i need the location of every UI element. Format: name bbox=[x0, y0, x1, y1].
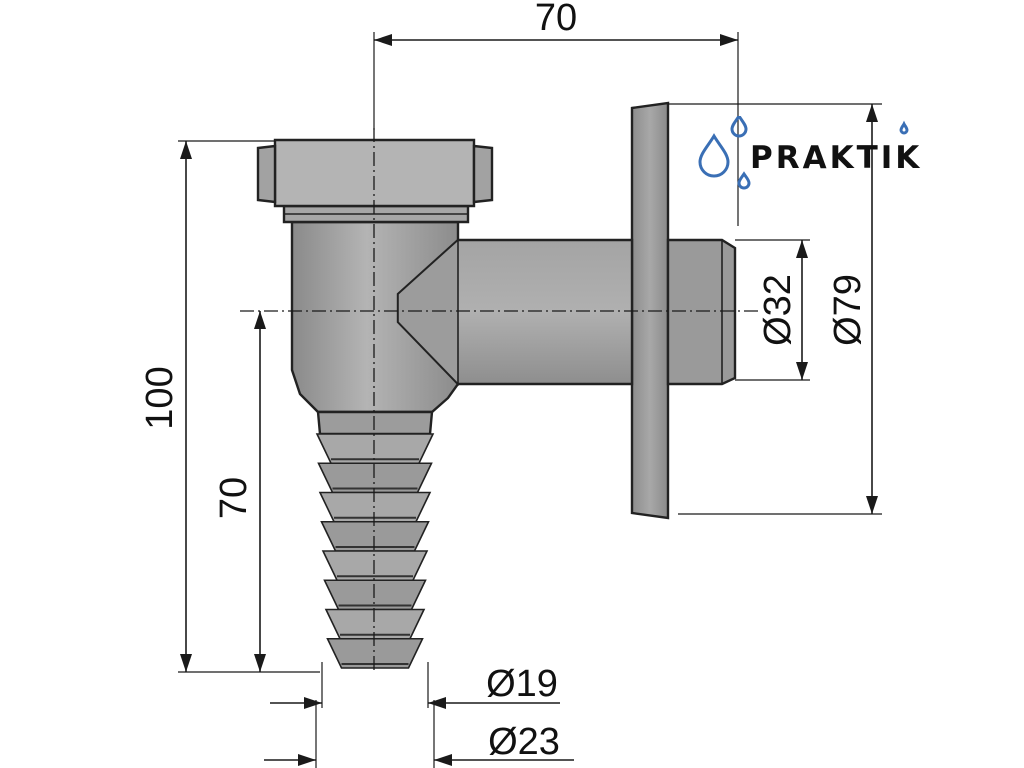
dim-label-top-width: 70 bbox=[535, 0, 577, 39]
dimension-axis-height: 70 bbox=[213, 311, 266, 672]
outlet-pipe bbox=[453, 238, 634, 386]
dimension-hose-outer: Ø23 bbox=[264, 700, 574, 768]
dimension-outlet-diameter: Ø32 bbox=[735, 239, 810, 381]
dim-label-total-height: 100 bbox=[139, 366, 181, 429]
hose-neck bbox=[316, 410, 434, 436]
pipe-joint bbox=[397, 238, 459, 386]
hose-barbs bbox=[315, 433, 435, 669]
dim-label-hose-inner: Ø19 bbox=[486, 663, 558, 705]
outlet-pipe-end bbox=[666, 238, 737, 386]
hose-barb-segment bbox=[326, 637, 424, 669]
dimension-flange-diameter: Ø79 bbox=[668, 103, 882, 515]
center-lines bbox=[240, 128, 760, 672]
dimension-total-height: 100 bbox=[139, 140, 320, 673]
siphon-body bbox=[290, 220, 460, 414]
logo-text: PRAKTIK bbox=[750, 140, 922, 176]
union-nut-right-tab bbox=[472, 144, 494, 204]
praktik-logo: PRAKTIK bbox=[698, 116, 922, 190]
union-nut bbox=[273, 138, 476, 208]
water-drops-icon bbox=[698, 116, 909, 190]
dimension-hose-inner: Ø19 bbox=[270, 662, 560, 709]
union-nut-left-tab bbox=[256, 144, 277, 204]
dim-label-hose-outer: Ø23 bbox=[488, 721, 560, 763]
dim-label-axis-height: 70 bbox=[213, 477, 255, 519]
siphon-part bbox=[256, 101, 737, 669]
dim-label-outlet-diameter: Ø32 bbox=[757, 274, 799, 346]
dimension-top-width: 70 bbox=[373, 0, 739, 226]
dim-label-flange-diameter: Ø79 bbox=[827, 274, 869, 346]
